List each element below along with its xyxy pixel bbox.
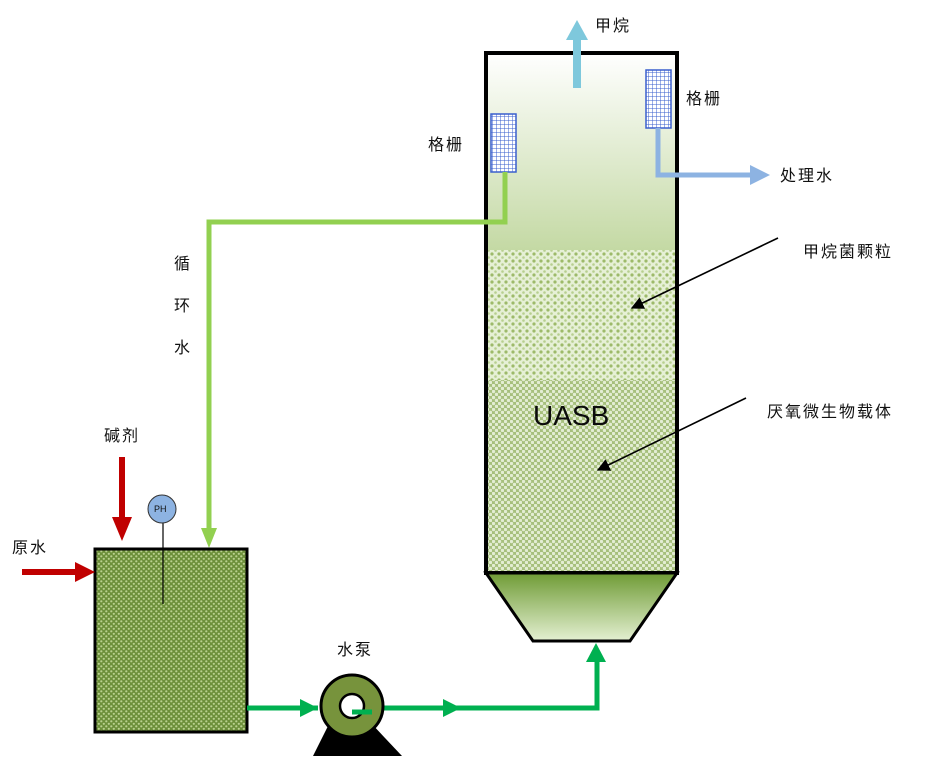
methanogen-granules-label: 甲烷菌颗粒 bbox=[803, 242, 894, 261]
grid-left-icon bbox=[490, 113, 517, 173]
reactor-label: UASB bbox=[533, 400, 610, 431]
raw-water-tank bbox=[93, 547, 249, 734]
reactor-cone bbox=[483, 571, 680, 643]
reactor-upper-zone bbox=[486, 53, 677, 250]
grid-right-label: 格栅 bbox=[686, 89, 723, 108]
treated-water-label: 处理水 bbox=[780, 166, 835, 185]
granule-pointer bbox=[630, 237, 779, 309]
grid-left-label: 格栅 bbox=[428, 135, 465, 154]
recirculation-char-3: 水 bbox=[173, 338, 190, 357]
raw-water-label: 原水 bbox=[12, 538, 49, 557]
pump-label: 水泵 bbox=[337, 640, 374, 659]
ph-probe bbox=[147, 494, 177, 604]
uasb-reactor bbox=[483, 51, 680, 643]
recirculation-pipe bbox=[201, 172, 508, 548]
reactor-granule-zone bbox=[486, 250, 677, 380]
methane-arrow bbox=[566, 20, 588, 88]
raw-water-arrow bbox=[22, 562, 95, 582]
methane-label: 甲烷 bbox=[595, 16, 632, 35]
ph-probe-icon bbox=[147, 494, 177, 524]
alkali-arrow bbox=[112, 457, 132, 541]
reactor-carrier-zone bbox=[486, 380, 677, 573]
carrier-pointer bbox=[596, 397, 747, 471]
grid-right-icon bbox=[645, 69, 672, 129]
recirculation-label: 循 环 水 bbox=[172, 255, 192, 381]
recirculation-char-1: 循 bbox=[173, 254, 190, 273]
feed-pipe bbox=[247, 643, 606, 717]
anaerobic-carrier-label: 厌氧微生物载体 bbox=[767, 402, 894, 421]
water-pump-icon bbox=[313, 673, 402, 756]
alkali-label: 碱剂 bbox=[104, 426, 141, 445]
recirculation-char-2: 环 bbox=[173, 296, 190, 315]
treated-water-line bbox=[655, 128, 770, 185]
ph-probe-label: PH bbox=[154, 504, 167, 514]
